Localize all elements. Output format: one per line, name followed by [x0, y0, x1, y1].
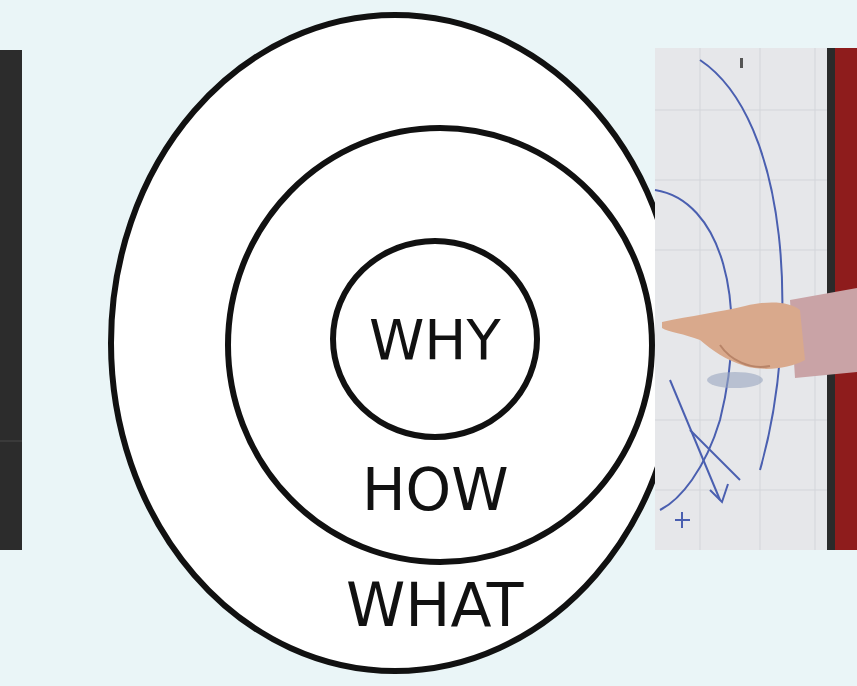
circle-node: HOW WHY	[225, 125, 655, 565]
finger-crease	[720, 345, 770, 367]
pointing-hand	[662, 303, 805, 369]
circle-node: WHY	[330, 238, 540, 440]
board-drawing	[655, 60, 782, 528]
sleeve	[790, 288, 857, 378]
hand-shadow	[707, 372, 763, 388]
circle-node: WHAT HOW WHY	[108, 12, 682, 674]
whiteboard	[655, 48, 857, 550]
circle-label: HOW	[362, 461, 509, 519]
circle-label: WHY	[369, 312, 501, 368]
circle-ring	[228, 128, 652, 562]
panel-line	[0, 440, 22, 442]
circle-ring	[111, 15, 679, 671]
circle-ring	[333, 241, 537, 437]
dark-panel	[0, 50, 22, 550]
board-clip	[740, 58, 743, 68]
board-frame	[827, 48, 835, 550]
red-edge	[835, 48, 857, 550]
board-grid	[655, 48, 835, 550]
circle-label: WHAT	[346, 575, 523, 635]
